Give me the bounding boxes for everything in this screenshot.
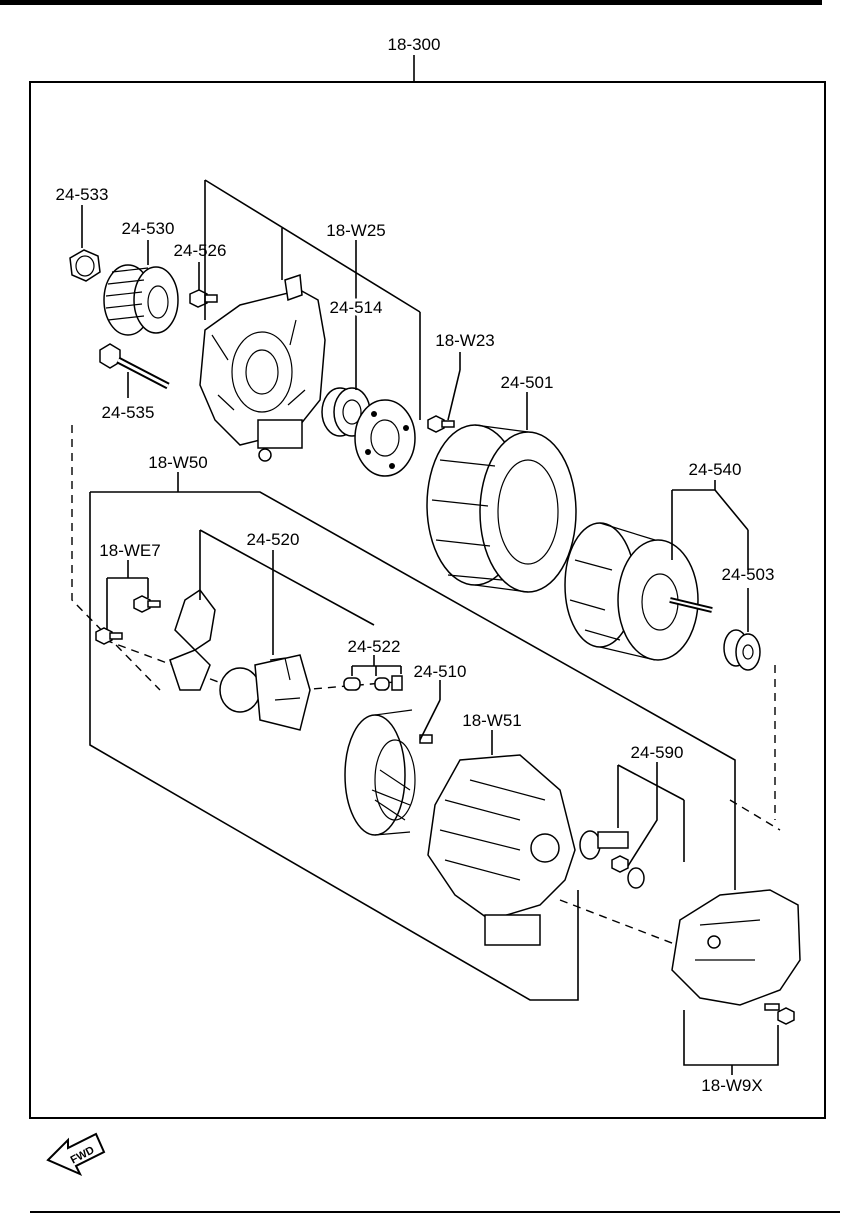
assembly-label: 18-300 [388,35,441,54]
part-brush-set-24522[interactable] [343,675,403,691]
label-24-522: 24-522 [348,637,401,656]
part-nut-24533[interactable] [69,249,101,282]
label-18-W50: 18-W50 [148,453,208,472]
part-screw-18WE7[interactable] [95,595,161,645]
label-18-W51: 18-W51 [462,711,522,730]
part-bearing-retainer-plate[interactable] [354,399,416,477]
label-24-501: 24-501 [501,373,554,392]
label-24-590: 24-590 [631,743,684,762]
part-rectifier-24510[interactable] [344,709,433,836]
label-18-W25: 18-W25 [326,221,386,240]
part-stator-24501[interactable] [426,424,577,593]
part-regulator-24520[interactable] [169,588,311,731]
label-24-540: 24-540 [689,460,742,479]
label-18-WE7: 18-WE7 [99,541,160,560]
part-bolt-24526[interactable] [189,289,218,308]
label-24-514: 24-514 [330,298,383,317]
part-terminal-24590[interactable] [579,830,645,889]
fwd-direction-arrow-icon: FWD [46,1132,106,1177]
label-24-535: 24-535 [102,403,155,422]
part-rotor-24540[interactable] [564,522,713,661]
part-pulley-24530[interactable] [103,264,179,336]
part-rear-housing-18W51[interactable] [427,754,576,946]
part-rear-cover[interactable] [671,889,801,1006]
part-through-bolt-24535[interactable] [99,343,170,390]
label-24-533: 24-533 [56,185,109,204]
part-screw-18W23[interactable] [427,415,455,433]
part-rear-bearing-24503[interactable] [723,629,761,671]
label-18-W23: 18-W23 [435,331,495,350]
label-24-526: 24-526 [174,241,227,260]
part-bolt-18W9X[interactable] [764,1003,795,1025]
label-24-520: 24-520 [247,530,300,549]
label-18-W9X: 18-W9X [701,1076,762,1095]
label-24-510: 24-510 [414,662,467,681]
part-front-housing[interactable] [199,273,326,462]
top-rule [0,0,822,5]
label-24-503: 24-503 [722,565,775,584]
label-24-530: 24-530 [122,219,175,238]
assembly-frame [29,81,826,1119]
